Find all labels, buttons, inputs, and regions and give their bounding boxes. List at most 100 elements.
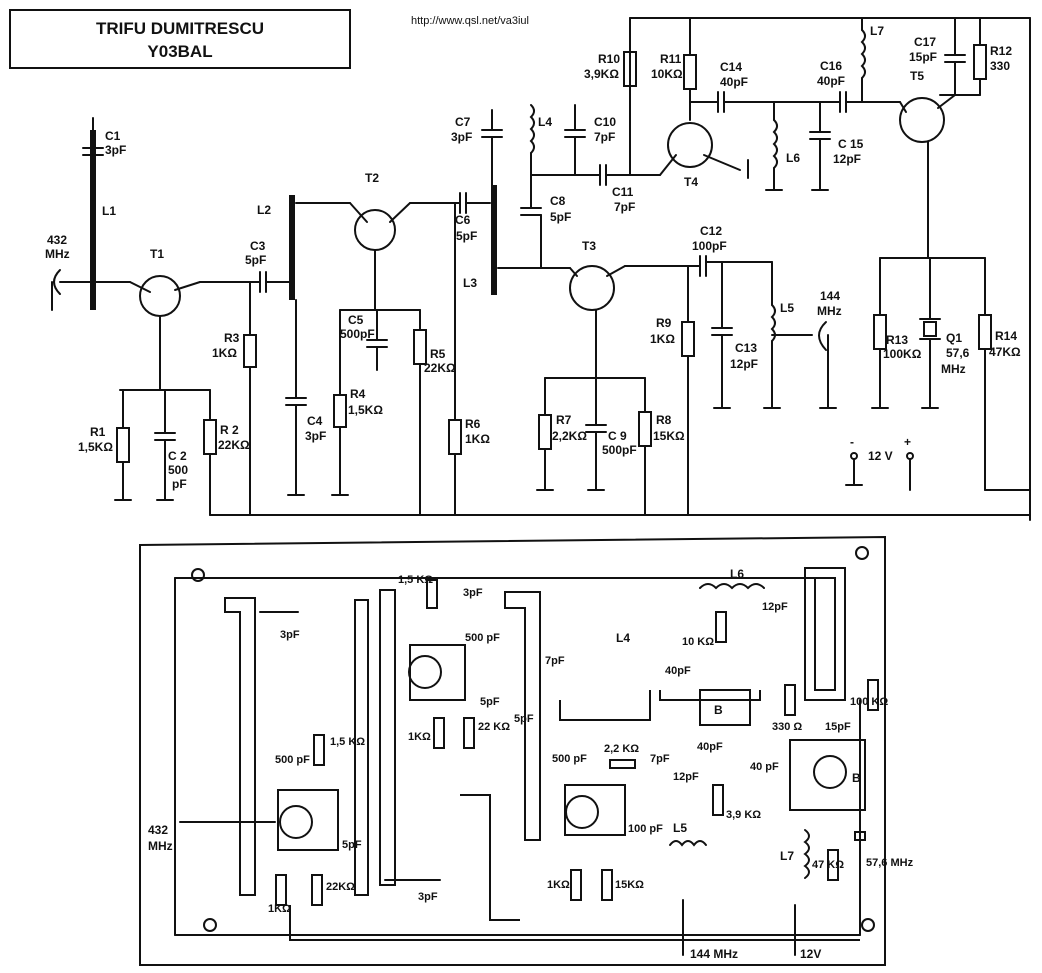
source-url: http://www.qsl.net/va3iul [411,15,529,27]
strip-line-l2 [354,599,369,896]
resistor-r2 [203,419,217,455]
svg-text:15pF: 15pF [909,50,937,64]
svg-text:7pF: 7pF [594,130,615,144]
svg-text:C6: C6 [455,213,471,227]
svg-text:3,9 KΩ: 3,9 KΩ [726,809,761,821]
svg-text:57,6 MHz: 57,6 MHz [866,857,914,869]
svg-text:500 pF: 500 pF [275,754,310,766]
svg-text:C8: C8 [550,194,566,208]
svg-text:5pF: 5pF [342,839,362,851]
svg-text:47 KΩ: 47 KΩ [812,859,844,871]
mount-hole [191,568,205,582]
svg-text:L6: L6 [730,567,744,581]
svg-text:B: B [852,771,861,785]
svg-text:40 pF: 40 pF [750,761,779,773]
svg-text:MHz: MHz [941,362,966,376]
resistor-r5 [413,329,427,365]
pcb-outline [139,535,886,966]
transistor-t3-pad [564,784,626,836]
author-name: TRIFU DUMITRESCU [96,19,264,38]
crystal-q1 [923,321,937,337]
svg-text:1KΩ: 1KΩ [465,432,490,446]
svg-text:1KΩ: 1KΩ [212,346,237,360]
svg-text:47KΩ: 47KΩ [989,345,1021,359]
svg-text:C17: C17 [914,35,936,49]
svg-text:L4: L4 [616,631,630,645]
svg-text:15KΩ: 15KΩ [653,429,685,443]
svg-text:40pF: 40pF [720,75,748,89]
svg-text:1KΩ: 1KΩ [268,903,291,915]
svg-text:3pF: 3pF [105,143,126,157]
callsign: Y03BAL [147,42,212,61]
transistor-t4 [667,122,713,168]
svg-text:40pF: 40pF [665,665,691,677]
svg-text:C1: C1 [105,129,121,143]
svg-text:3pF: 3pF [305,429,326,443]
svg-text:MHz: MHz [148,839,173,853]
svg-text:3pF: 3pF [463,587,483,599]
svg-text:R8: R8 [656,413,672,427]
svg-text:3pF: 3pF [451,130,472,144]
svg-text:2,2 KΩ: 2,2 KΩ [604,743,639,755]
transistor-t2-pad [409,644,466,701]
svg-text:40pF: 40pF [697,741,723,753]
svg-text:7pF: 7pF [545,655,565,667]
svg-text:10 KΩ: 10 KΩ [682,636,714,648]
svg-text:1,5KΩ: 1,5KΩ [78,440,113,454]
inductor-l4 [529,104,535,154]
pcb-supply-label: 12V [800,947,821,961]
svg-text:1KΩ: 1KΩ [650,332,675,346]
svg-text:L2: L2 [257,203,271,217]
svg-text:1KΩ: 1KΩ [547,879,570,891]
svg-text:-: - [850,435,854,449]
svg-text:3pF: 3pF [418,891,438,903]
transistor-t3 [569,265,615,311]
svg-text:100 KΩ: 100 KΩ [850,696,888,708]
svg-text:22KΩ: 22KΩ [424,361,456,375]
svg-text:1,5 KΩ: 1,5 KΩ [330,736,365,748]
svg-text:L7: L7 [780,849,794,863]
svg-text:100 pF: 100 pF [628,823,663,835]
svg-text:C4: C4 [307,414,323,428]
resistor-r8 [638,411,652,447]
input-unit-label: MHz [45,247,70,261]
svg-text:C13: C13 [735,341,757,355]
output-unit-label: MHz [817,304,842,318]
inductor-l7 [860,29,866,79]
svg-text:C3: C3 [250,239,266,253]
svg-text:T5: T5 [910,69,924,83]
transistor-t4-pad [699,689,751,726]
svg-text:7pF: 7pF [650,753,670,765]
resistor-r9 [681,321,695,357]
svg-text:22KΩ: 22KΩ [218,438,250,452]
svg-text:500pF: 500pF [340,327,375,341]
output-frequency-label: 144 [820,289,840,303]
svg-text:500 pF: 500 pF [552,753,587,765]
svg-text:3,9KΩ: 3,9KΩ [584,67,619,81]
svg-text:330 Ω: 330 Ω [772,721,802,733]
svg-text:12pF: 12pF [833,152,861,166]
resistor-r3 [243,334,257,368]
svg-text:T2: T2 [365,171,379,185]
resistor-r1 [116,427,130,463]
svg-text:C7: C7 [455,115,471,129]
svg-text:pF: pF [172,477,187,491]
svg-text:22KΩ: 22KΩ [326,881,355,893]
svg-text:432: 432 [148,823,168,837]
svg-text:40pF: 40pF [817,74,845,88]
svg-text:R3: R3 [224,331,240,345]
svg-text:100pF: 100pF [692,239,727,253]
resistor-r13 [873,314,887,350]
svg-text:R6: R6 [465,417,481,431]
svg-text:L3: L3 [463,276,477,290]
svg-text:R4: R4 [350,387,366,401]
svg-text:100KΩ: 100KΩ [883,347,922,361]
svg-text:22 KΩ: 22 KΩ [478,721,510,733]
title-box [9,9,351,69]
svg-text:L4: L4 [538,115,552,129]
svg-text:R9: R9 [656,316,672,330]
svg-text:C16: C16 [820,59,842,73]
svg-text:R10: R10 [598,52,620,66]
mount-hole [855,546,869,560]
schematic-diagram: TRIFU DUMITRESCU Y03BAL http://www.qsl.n… [9,9,1031,521]
